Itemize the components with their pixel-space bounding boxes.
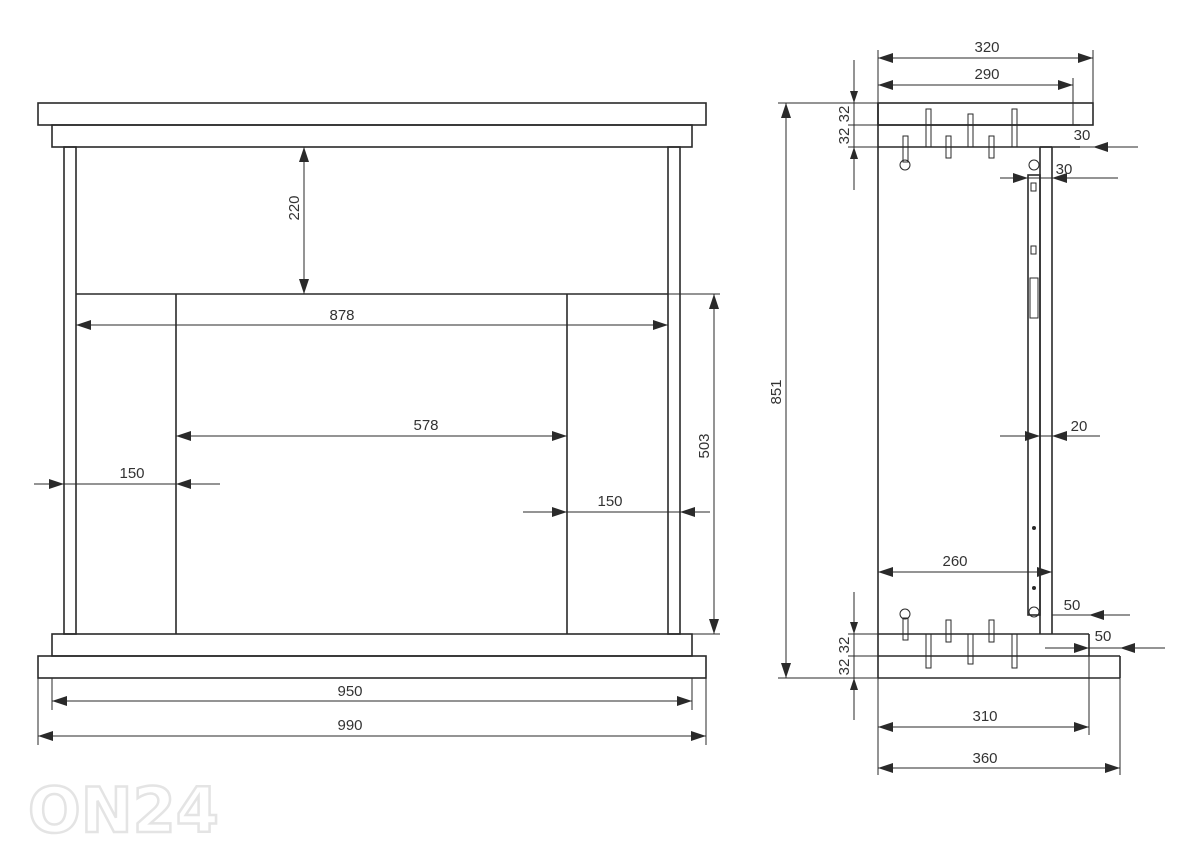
- dim-label-50-a: 50: [1064, 597, 1081, 614]
- dim-label-310: 310: [972, 708, 997, 725]
- arrow-icon: [1105, 763, 1120, 773]
- dim-label-32-top-b: 32: [836, 128, 853, 145]
- screw: [1032, 526, 1036, 530]
- watermark-logo: ON24: [28, 774, 219, 847]
- bolt-head: [1028, 606, 1040, 618]
- peg: [988, 619, 995, 643]
- dim-label-878: 878: [329, 307, 354, 324]
- arrow-icon: [299, 279, 309, 294]
- arrow-icon: [709, 619, 719, 634]
- arrow-icon: [1052, 431, 1067, 441]
- peg: [1011, 108, 1018, 148]
- top-frame: [51, 124, 693, 148]
- arrow-icon: [1037, 567, 1052, 577]
- arrow-icon: [1120, 643, 1135, 653]
- arrow-icon: [709, 294, 719, 309]
- dim-label-50-b: 50: [1095, 628, 1112, 645]
- arrow-icon: [878, 53, 893, 63]
- arrow-icon: [781, 103, 791, 118]
- dim-label-150-right: 150: [597, 493, 622, 510]
- arrow-icon: [1052, 173, 1067, 183]
- arrow-icon: [1013, 173, 1028, 183]
- arrow-icon: [552, 507, 567, 517]
- arrow-icon: [850, 622, 858, 634]
- arrow-icon: [176, 431, 191, 441]
- dim-label-30-top: 30: [1074, 127, 1091, 144]
- top-slab: [37, 102, 707, 126]
- peg: [925, 633, 932, 669]
- dim-label-220: 220: [286, 195, 303, 220]
- arrow-icon: [1074, 643, 1089, 653]
- dim-label-260: 260: [942, 553, 967, 570]
- bolt-head: [899, 608, 911, 620]
- peg: [902, 135, 909, 163]
- arrow-icon: [1058, 80, 1073, 90]
- arrow-icon: [1093, 142, 1108, 152]
- peg: [1011, 633, 1018, 669]
- back-post: [1027, 174, 1041, 616]
- bolt-head: [1028, 159, 1040, 171]
- arrow-icon: [76, 320, 91, 330]
- peg: [945, 619, 952, 643]
- dim-label-290: 290: [974, 66, 999, 83]
- bracket: [1030, 245, 1037, 255]
- arrow-icon: [49, 479, 64, 489]
- arrow-icon: [850, 91, 858, 103]
- dim-label-32-bottom-b: 32: [836, 659, 853, 676]
- arrow-icon: [680, 507, 695, 517]
- arrow-icon: [878, 763, 893, 773]
- arrow-icon: [1025, 431, 1040, 441]
- arrow-icon: [299, 147, 309, 162]
- bottom-slab: [37, 655, 707, 679]
- arrow-icon: [38, 731, 53, 741]
- dim-label-950: 950: [337, 683, 362, 700]
- dim-label-30-second: 30: [1056, 161, 1073, 178]
- bottom-frame: [51, 633, 693, 657]
- dim-label-578: 578: [413, 417, 438, 434]
- arrow-icon: [1089, 610, 1104, 620]
- peg: [925, 108, 932, 148]
- peg: [967, 633, 974, 665]
- arrow-icon: [552, 431, 567, 441]
- peg: [945, 135, 952, 159]
- arrow-icon: [653, 320, 668, 330]
- arrow-icon: [781, 663, 791, 678]
- arrow-icon: [52, 696, 67, 706]
- bracket-long: [1029, 277, 1039, 319]
- dim-label-503: 503: [696, 433, 713, 458]
- bolt-head: [899, 159, 911, 171]
- left-leg: [63, 146, 77, 635]
- dim-label-990: 990: [337, 717, 362, 734]
- arrow-icon: [850, 678, 858, 690]
- arrow-icon: [850, 147, 858, 159]
- dim-label-320: 320: [974, 39, 999, 56]
- side-top-slab: [877, 102, 1094, 126]
- dim-label-360: 360: [972, 750, 997, 767]
- peg: [988, 135, 995, 159]
- arrow-icon: [878, 567, 893, 577]
- peg: [967, 113, 974, 148]
- right-leg: [667, 146, 681, 635]
- dim-label-32-top-a: 32: [836, 106, 853, 123]
- arrow-icon: [176, 479, 191, 489]
- arrow-icon: [1074, 722, 1089, 732]
- screw: [1032, 586, 1036, 590]
- dim-label-32-bottom-a: 32: [836, 637, 853, 654]
- side-view: 320 290 30 30 32 32 851: [768, 39, 1165, 775]
- arrow-icon: [1078, 53, 1093, 63]
- dim-label-851: 851: [768, 379, 785, 404]
- peg: [902, 617, 909, 641]
- arrow-icon: [677, 696, 692, 706]
- front-view: 220 878 578 150 150 503 950: [34, 102, 720, 745]
- arrow-icon: [878, 80, 893, 90]
- bracket: [1030, 182, 1037, 192]
- arrow-icon: [878, 722, 893, 732]
- arrow-icon: [691, 731, 706, 741]
- dim-label-150-left: 150: [119, 465, 144, 482]
- dim-label-20: 20: [1071, 418, 1088, 435]
